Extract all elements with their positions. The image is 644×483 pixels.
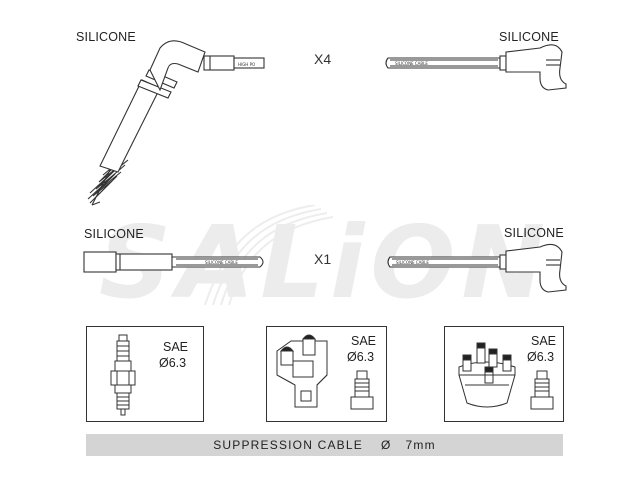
footer-diameter-symbol: Ø [380, 438, 392, 452]
box3-sae-label: SAE [531, 334, 557, 348]
watermark-swoosh [204, 205, 334, 306]
top-right-angled-boot [385, 44, 567, 91]
suppression-cable-banner: SUPPRESSION CABLE Ø 7mm [86, 434, 563, 456]
box3-diameter-label: Ø6.3 [527, 350, 555, 364]
top-left-angled-boot [87, 40, 265, 206]
top-left-wire-print: HIGH PO [238, 62, 255, 67]
top-right-wire-print: SILICONE CABLE [395, 61, 428, 66]
distributor-cap-box-multi: SAE Ø6.3 [444, 326, 564, 422]
box1-sae-label: SAE [163, 340, 189, 354]
box2-sae-label: SAE [351, 334, 377, 348]
spark-plug-terminal-box: SAE Ø6.3 [86, 326, 204, 422]
box1-diameter-label: Ø6.3 [159, 356, 187, 370]
mid-left-wire-print: SILICONE CABLE [205, 260, 238, 265]
mid-quantity-label: X1 [314, 251, 332, 267]
box2-diameter-label: Ø6.3 [347, 350, 375, 364]
footer-text: SUPPRESSION CABLE [213, 438, 363, 452]
top-quantity-label: X4 [314, 51, 332, 67]
distributor-cap-multi-icon [458, 342, 554, 410]
distributor-cap-box-2: SAE Ø6.3 [266, 326, 387, 422]
distributor-cap-icon [276, 334, 374, 410]
mid-right-angled-boot [387, 243, 567, 293]
mid-left-silicone-label: SILICONE [84, 227, 144, 241]
mid-left-straight-boot [83, 251, 264, 273]
footer-size: 7mm [405, 438, 436, 452]
top-left-silicone-label: SILICONE [76, 30, 136, 44]
mid-right-wire-print: SILICONE CABLE [396, 260, 429, 265]
mid-right-silicone-label: SILICONE [504, 226, 564, 240]
top-right-silicone-label: SILICONE [499, 30, 559, 44]
spark-plug-icon [110, 334, 136, 416]
